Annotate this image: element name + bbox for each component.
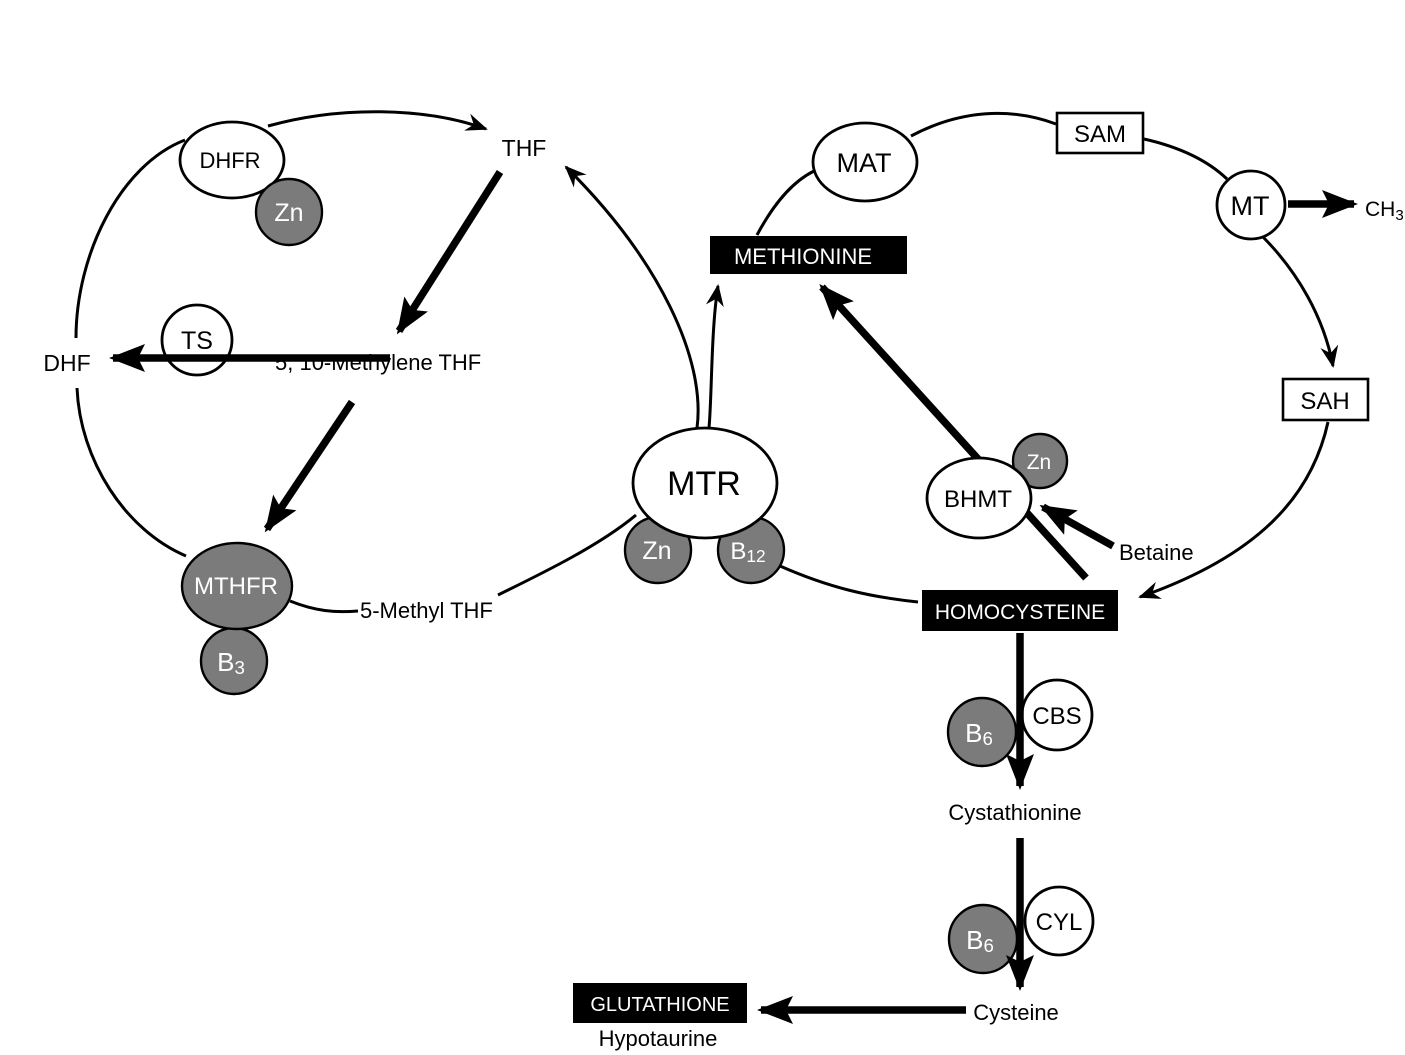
- sam-label: SAM: [1074, 121, 1126, 148]
- ts-label: TS: [181, 327, 213, 355]
- curve-methylthf-to-mtr: [497, 513, 637, 597]
- b6-cyl-label: B6: [966, 925, 994, 956]
- zn-dhfr-label: Zn: [274, 199, 303, 227]
- methionine-box: [710, 236, 907, 274]
- mthfr-label: MTHFR: [194, 573, 278, 600]
- glutathione-box: [573, 983, 747, 1023]
- mat-label: MAT: [837, 148, 892, 178]
- ch3-label: CH3: [1365, 198, 1404, 224]
- arrow-thf-to-methylenethf: [395, 169, 504, 335]
- b3-label: B3: [217, 647, 245, 678]
- glutathione-label: GLUTATHIONE: [590, 994, 729, 1016]
- cyl-label: CYL: [1036, 909, 1083, 936]
- zn-dhfr-node: [254, 177, 324, 247]
- cysteine-label: Cysteine: [973, 1000, 1059, 1025]
- mt-node: [1215, 169, 1287, 241]
- curve-mt-to-sah-arrow: [1260, 234, 1339, 368]
- zn-bhmt-label: Zn: [1027, 451, 1052, 474]
- dhfr-node: [178, 120, 286, 200]
- arc-dhfr-to-thf-arrow: [267, 110, 488, 131]
- sam-box: [1055, 111, 1145, 155]
- mthfr-node: [180, 541, 294, 631]
- sah-label: SAH: [1300, 388, 1349, 415]
- zn-mtr-label: Zn: [642, 537, 671, 565]
- dhfr-label: DHFR: [199, 148, 260, 173]
- arrow-methylenethf-to-mthfr: [263, 399, 356, 533]
- curve-mtr-to-homocysteine: [779, 564, 919, 604]
- mtr-node: [631, 426, 779, 540]
- b12-label: B12: [730, 538, 765, 566]
- thf-label: THF: [502, 135, 547, 161]
- homocysteine-label: HOMOCYSTEINE: [935, 601, 1105, 624]
- zn-bhmt-node: [1011, 432, 1069, 490]
- homocysteine-box: [922, 590, 1118, 631]
- cyl-node: [1023, 885, 1095, 957]
- curve-sah-to-homocysteine-arrow: [1138, 421, 1330, 599]
- curve-sam-to-mt: [1143, 137, 1229, 181]
- curve-mthfr-to-methylthf: [289, 599, 359, 614]
- cbs-label: CBS: [1032, 703, 1081, 730]
- methionine-label: METHIONINE: [734, 244, 872, 269]
- methyl-thf-label: 5-Methyl THF: [360, 598, 493, 623]
- cystathionine-label: Cystathionine: [948, 800, 1081, 825]
- sah-box: [1281, 377, 1370, 422]
- arc-dhf-to-mthfr: [75, 387, 187, 558]
- arrow-betaine-to-bhmt: [1039, 503, 1115, 550]
- bhmt-node: [925, 456, 1033, 540]
- mat-node: [811, 121, 919, 203]
- dhf-label: DHF: [43, 350, 90, 376]
- betaine-label: Betaine: [1119, 540, 1194, 565]
- b6-cbs-label: B6: [965, 718, 993, 749]
- curve-mtr-to-thf-arrow: [564, 165, 700, 429]
- curve-methionine-to-mat: [755, 169, 815, 236]
- curve-mat-to-sam: [910, 111, 1057, 138]
- mt-label: MT: [1231, 191, 1270, 221]
- hypotaurine-label: Hypotaurine: [599, 1026, 718, 1051]
- dhf-label-mask: [42, 344, 94, 378]
- arc-dhf-to-dhfr: [74, 138, 186, 339]
- methylene-thf-label: 5, 10-Methylene THF: [275, 350, 481, 375]
- mtr-label: MTR: [667, 465, 741, 503]
- curve-mtr-to-methionine-arrow: [705, 284, 724, 429]
- bhmt-label: BHMT: [944, 486, 1012, 513]
- b6-cbs-node: [946, 696, 1018, 768]
